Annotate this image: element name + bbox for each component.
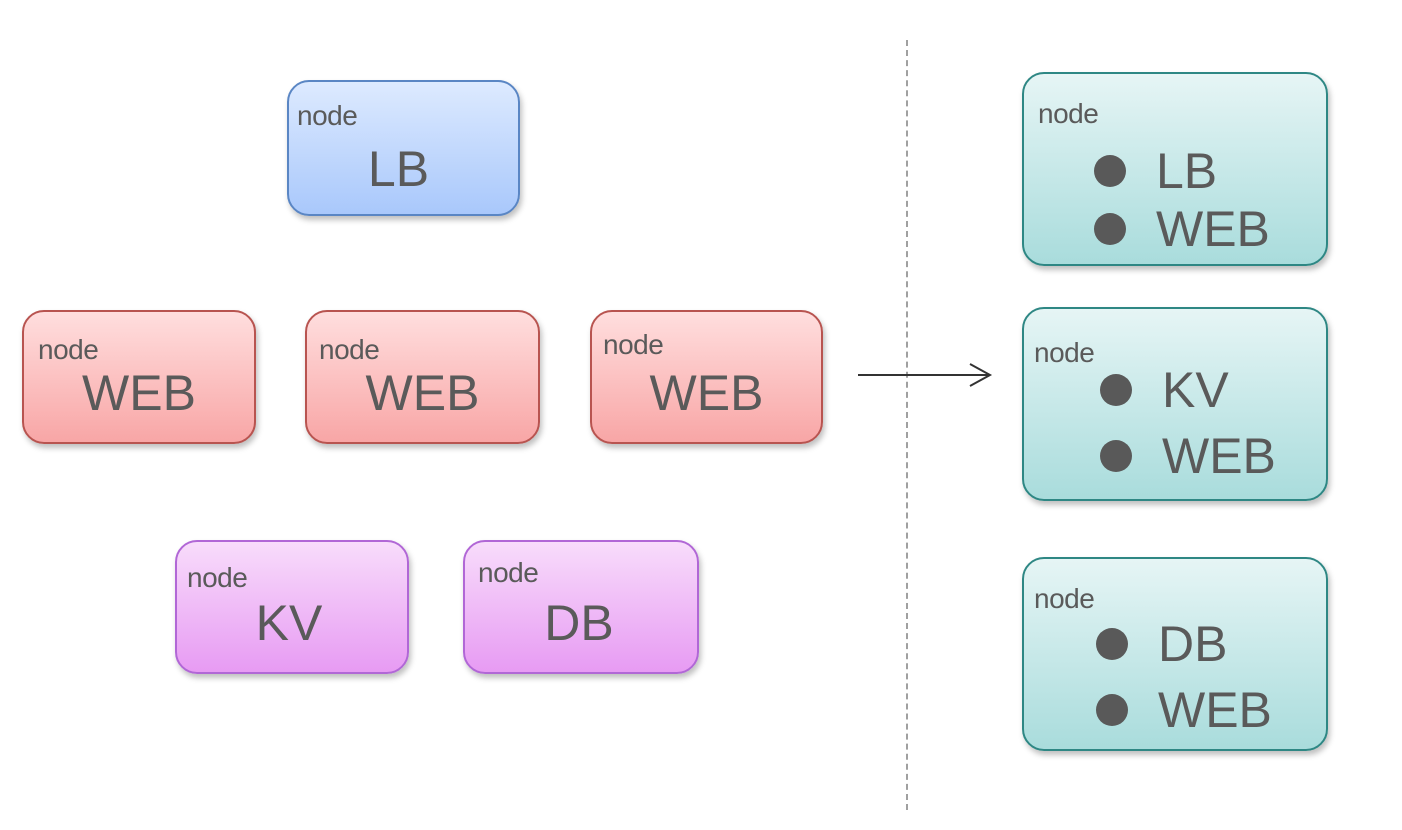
node-role: LB bbox=[367, 141, 430, 197]
node-label: node bbox=[1034, 583, 1095, 614]
node-role: WEB bbox=[365, 365, 480, 421]
node-combined-kv-web: node KV WEB bbox=[1022, 307, 1328, 501]
bullet-icon bbox=[1094, 155, 1126, 187]
node-web-2: node WEB bbox=[305, 310, 540, 444]
node-kv: node KV bbox=[175, 540, 409, 674]
role-bullet: LB bbox=[1094, 142, 1217, 200]
bullet-icon bbox=[1100, 374, 1132, 406]
node-role: KV bbox=[255, 595, 323, 651]
role-text: KV bbox=[1162, 362, 1229, 418]
bullet-icon bbox=[1096, 628, 1128, 660]
role-text: DB bbox=[1158, 616, 1228, 672]
node-label: node bbox=[1038, 98, 1099, 129]
role-text: WEB bbox=[1162, 428, 1276, 484]
role-bullet: WEB bbox=[1096, 681, 1272, 739]
node-label: node bbox=[478, 557, 539, 588]
role-bullet: DB bbox=[1096, 615, 1227, 673]
arrow-right-icon bbox=[858, 363, 993, 387]
node-label: node bbox=[603, 329, 664, 360]
node-role: DB bbox=[544, 595, 614, 651]
node-combined-lb-web: node LB WEB bbox=[1022, 72, 1328, 266]
node-label: node bbox=[319, 334, 380, 365]
role-text: LB bbox=[1156, 143, 1218, 199]
bullet-icon bbox=[1100, 440, 1132, 472]
node-label: node bbox=[187, 562, 248, 593]
node-role: WEB bbox=[82, 365, 196, 421]
role-bullet: KV bbox=[1100, 361, 1229, 419]
bullet-icon bbox=[1096, 694, 1128, 726]
role-text: WEB bbox=[1158, 682, 1272, 738]
node-label: node bbox=[1034, 337, 1095, 368]
node-label: node bbox=[297, 100, 358, 131]
node-db: node DB bbox=[463, 540, 699, 674]
node-web-1: node WEB bbox=[22, 310, 256, 444]
node-role: WEB bbox=[649, 365, 764, 421]
node-web-3: node WEB bbox=[590, 310, 823, 444]
role-bullet: WEB bbox=[1100, 427, 1276, 485]
divider-line bbox=[906, 40, 908, 810]
node-combined-db-web: node DB WEB bbox=[1022, 557, 1328, 751]
node-label: node bbox=[38, 334, 99, 365]
node-lb: node LB bbox=[287, 80, 520, 216]
bullet-icon bbox=[1094, 213, 1126, 245]
role-text: WEB bbox=[1156, 201, 1270, 257]
role-bullet: WEB bbox=[1094, 200, 1270, 258]
